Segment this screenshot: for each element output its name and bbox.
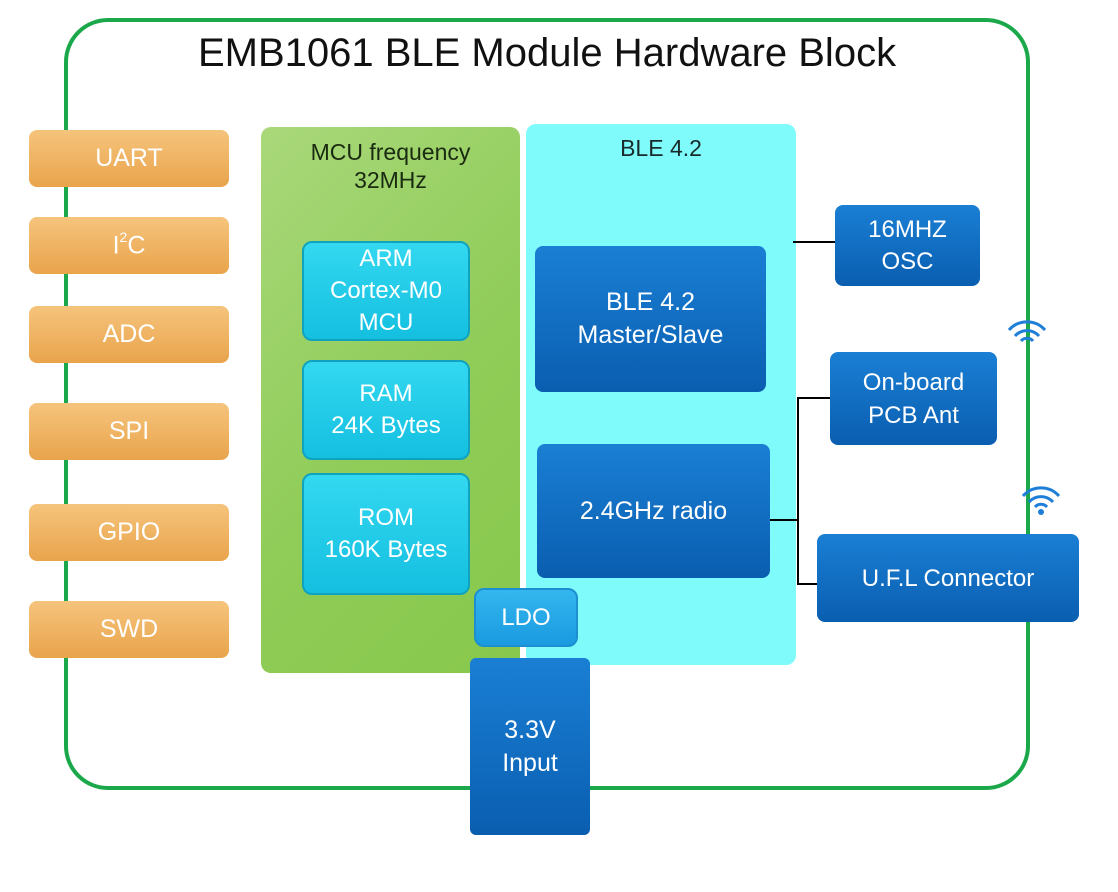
swd-block: SWD [29,601,229,658]
power-input-block: 3.3V Input [470,658,590,835]
gpio-label: GPIO [97,518,161,546]
ldo-block: LDO [474,588,578,647]
i2c-block: I2C [29,217,229,274]
pcb-antenna-block: On-board PCB Ant [830,352,997,445]
arm-core-block: ARM Cortex-M0 MCU [302,241,470,341]
wifi-icon [1021,486,1061,515]
swd-label: SWD [99,615,159,643]
antenna-bus-line [797,397,799,585]
wifi-icon [1007,320,1047,343]
radio-block: 2.4GHz radio [537,444,770,578]
adc-block: ADC [29,306,229,363]
oscillator-block: 16MHZ OSC [835,205,980,286]
spi-block: SPI [29,403,229,460]
ble-master-slave-block: BLE 4.2 Master/Slave [535,246,766,392]
ram-block: RAM 24K Bytes [302,360,470,460]
i2c-label: I2C [112,228,146,260]
uart-block: UART [29,130,229,187]
uart-label: UART [95,144,163,172]
pcb-ant-connector-line [797,397,830,399]
rom-block: ROM 160K Bytes [302,473,470,595]
adc-label: ADC [102,320,156,348]
ble-title: BLE 4.2 [620,135,702,161]
radio-connector-line [770,519,798,521]
diagram-title: EMB1061 BLE Module Hardware Block [197,31,897,75]
ufl-connector-block: U.F.L Connector [817,534,1079,622]
mcu-title: MCU frequency 32MHz [310,139,471,193]
ble-section [526,124,796,665]
osc-connector-line [793,241,835,243]
ufl-connector-line [797,583,817,585]
spi-label: SPI [108,417,150,445]
gpio-block: GPIO [29,504,229,561]
